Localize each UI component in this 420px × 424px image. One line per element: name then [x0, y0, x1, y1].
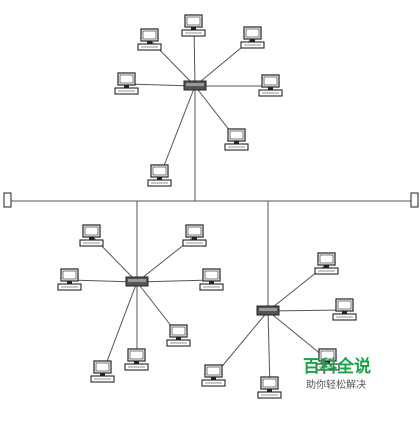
monitor-stand	[342, 311, 347, 314]
backbone-bus	[3, 192, 419, 208]
monitor-stand	[268, 87, 273, 90]
computer-icon	[314, 252, 339, 275]
monitor-stand	[176, 337, 181, 340]
monitor-stand	[250, 39, 255, 42]
hub-bottom-left-spoke-4	[136, 279, 213, 283]
monitor-bezel	[95, 362, 110, 372]
monitor-stand	[192, 237, 197, 240]
hub-bottom-left-spoke-7	[102, 281, 138, 373]
monitor-bezel	[129, 350, 144, 360]
monitor-bezel	[245, 28, 260, 38]
monitor-stand	[191, 27, 196, 30]
computer-icon	[315, 348, 340, 371]
monitor-bezel	[320, 350, 335, 360]
hub-ports	[259, 308, 277, 311]
monitor-stand	[209, 281, 214, 284]
monitor-stand	[67, 281, 72, 284]
bus-terminator-right	[410, 192, 419, 208]
monitor-stand	[324, 265, 329, 268]
computer-icon	[224, 128, 249, 151]
hub-bottom-right-spoke-3	[213, 310, 269, 377]
bus-terminator-left	[3, 192, 12, 208]
monitor-bezel	[204, 270, 219, 280]
computer-icon	[258, 74, 283, 97]
computer-icon	[114, 72, 139, 95]
computer-icon	[124, 348, 149, 371]
hub-group	[125, 80, 280, 316]
hub-top-icon	[183, 80, 207, 91]
monitor-bezel	[119, 74, 134, 84]
monitor-bezel	[319, 254, 334, 264]
monitor-bezel	[187, 226, 202, 236]
monitor-bezel	[62, 270, 77, 280]
computer-icon	[182, 224, 207, 247]
monitor-stand	[157, 177, 162, 180]
computer-icon	[199, 268, 224, 291]
monitor-stand	[100, 373, 105, 376]
hub-bottom-right-spoke-2	[267, 309, 346, 312]
monitor-stand	[211, 377, 216, 380]
hub-bottom-right-spoke-5	[267, 310, 329, 361]
monitor-bezel	[142, 30, 157, 40]
monitor-bezel	[262, 378, 277, 388]
cable-links	[69, 25, 346, 389]
monitor-stand	[124, 85, 129, 88]
computer-icon	[332, 298, 357, 321]
watermark-subtitle: 助你轻松解决	[306, 378, 366, 391]
computer-icon	[240, 26, 265, 49]
computer-icon	[57, 268, 82, 291]
computer-icon	[137, 28, 162, 51]
monitor-stand	[267, 389, 272, 392]
hub-bottom-right-icon	[256, 305, 280, 316]
monitor-bezel	[229, 130, 244, 140]
monitor-stand	[89, 237, 94, 240]
monitor-bezel	[186, 16, 201, 26]
computer-icon	[181, 14, 206, 37]
computer-icon	[147, 164, 172, 187]
computer-icon	[201, 364, 226, 387]
monitor-bezel	[152, 166, 167, 176]
computer-icon	[257, 376, 282, 399]
watermark: 百科全说 助你轻松解决	[303, 356, 371, 391]
monitor-stand	[147, 41, 152, 44]
hub-bottom-right-spoke-4	[267, 310, 271, 389]
monitor-stand	[234, 141, 239, 144]
monitor-bezel	[171, 326, 186, 336]
monitor-stand	[134, 361, 139, 364]
monitor-bezel	[84, 226, 99, 236]
computer-icon	[166, 324, 191, 347]
hub-ports	[186, 83, 204, 86]
monitor-bezel	[337, 300, 352, 310]
hub-top-spoke-7	[159, 85, 196, 177]
monitor-stand	[325, 361, 330, 364]
watermark-title: 百科全说	[303, 356, 371, 377]
computer-icon	[79, 224, 104, 247]
hub-ports	[128, 279, 146, 282]
monitor-bezel	[263, 76, 278, 86]
computer-group	[57, 14, 357, 399]
computer-icon	[90, 360, 115, 383]
hub-bottom-left-icon	[125, 276, 149, 287]
monitor-bezel	[206, 366, 221, 376]
